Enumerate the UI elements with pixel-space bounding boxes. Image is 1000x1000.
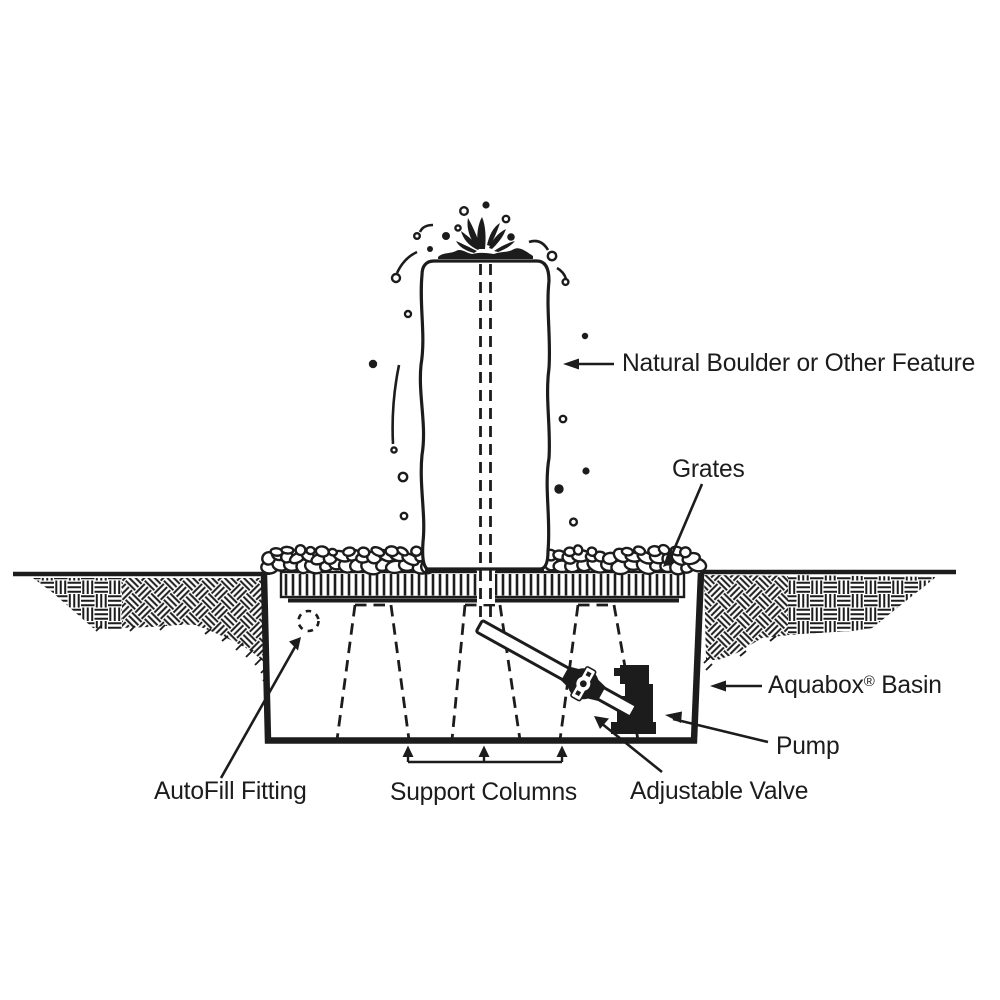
svg-text:Grates: Grates <box>672 456 745 483</box>
svg-text:Natural Boulder or Other Featu: Natural Boulder or Other Feature <box>622 350 975 377</box>
svg-text:Pump: Pump <box>776 733 839 760</box>
svg-text:AutoFill Fitting: AutoFill Fitting <box>154 778 307 805</box>
svg-text:Adjustable Valve: Adjustable Valve <box>630 778 808 805</box>
svg-text:Aquabox® Basin: Aquabox® Basin <box>768 672 942 699</box>
svg-text:Support Columns: Support Columns <box>390 779 577 806</box>
